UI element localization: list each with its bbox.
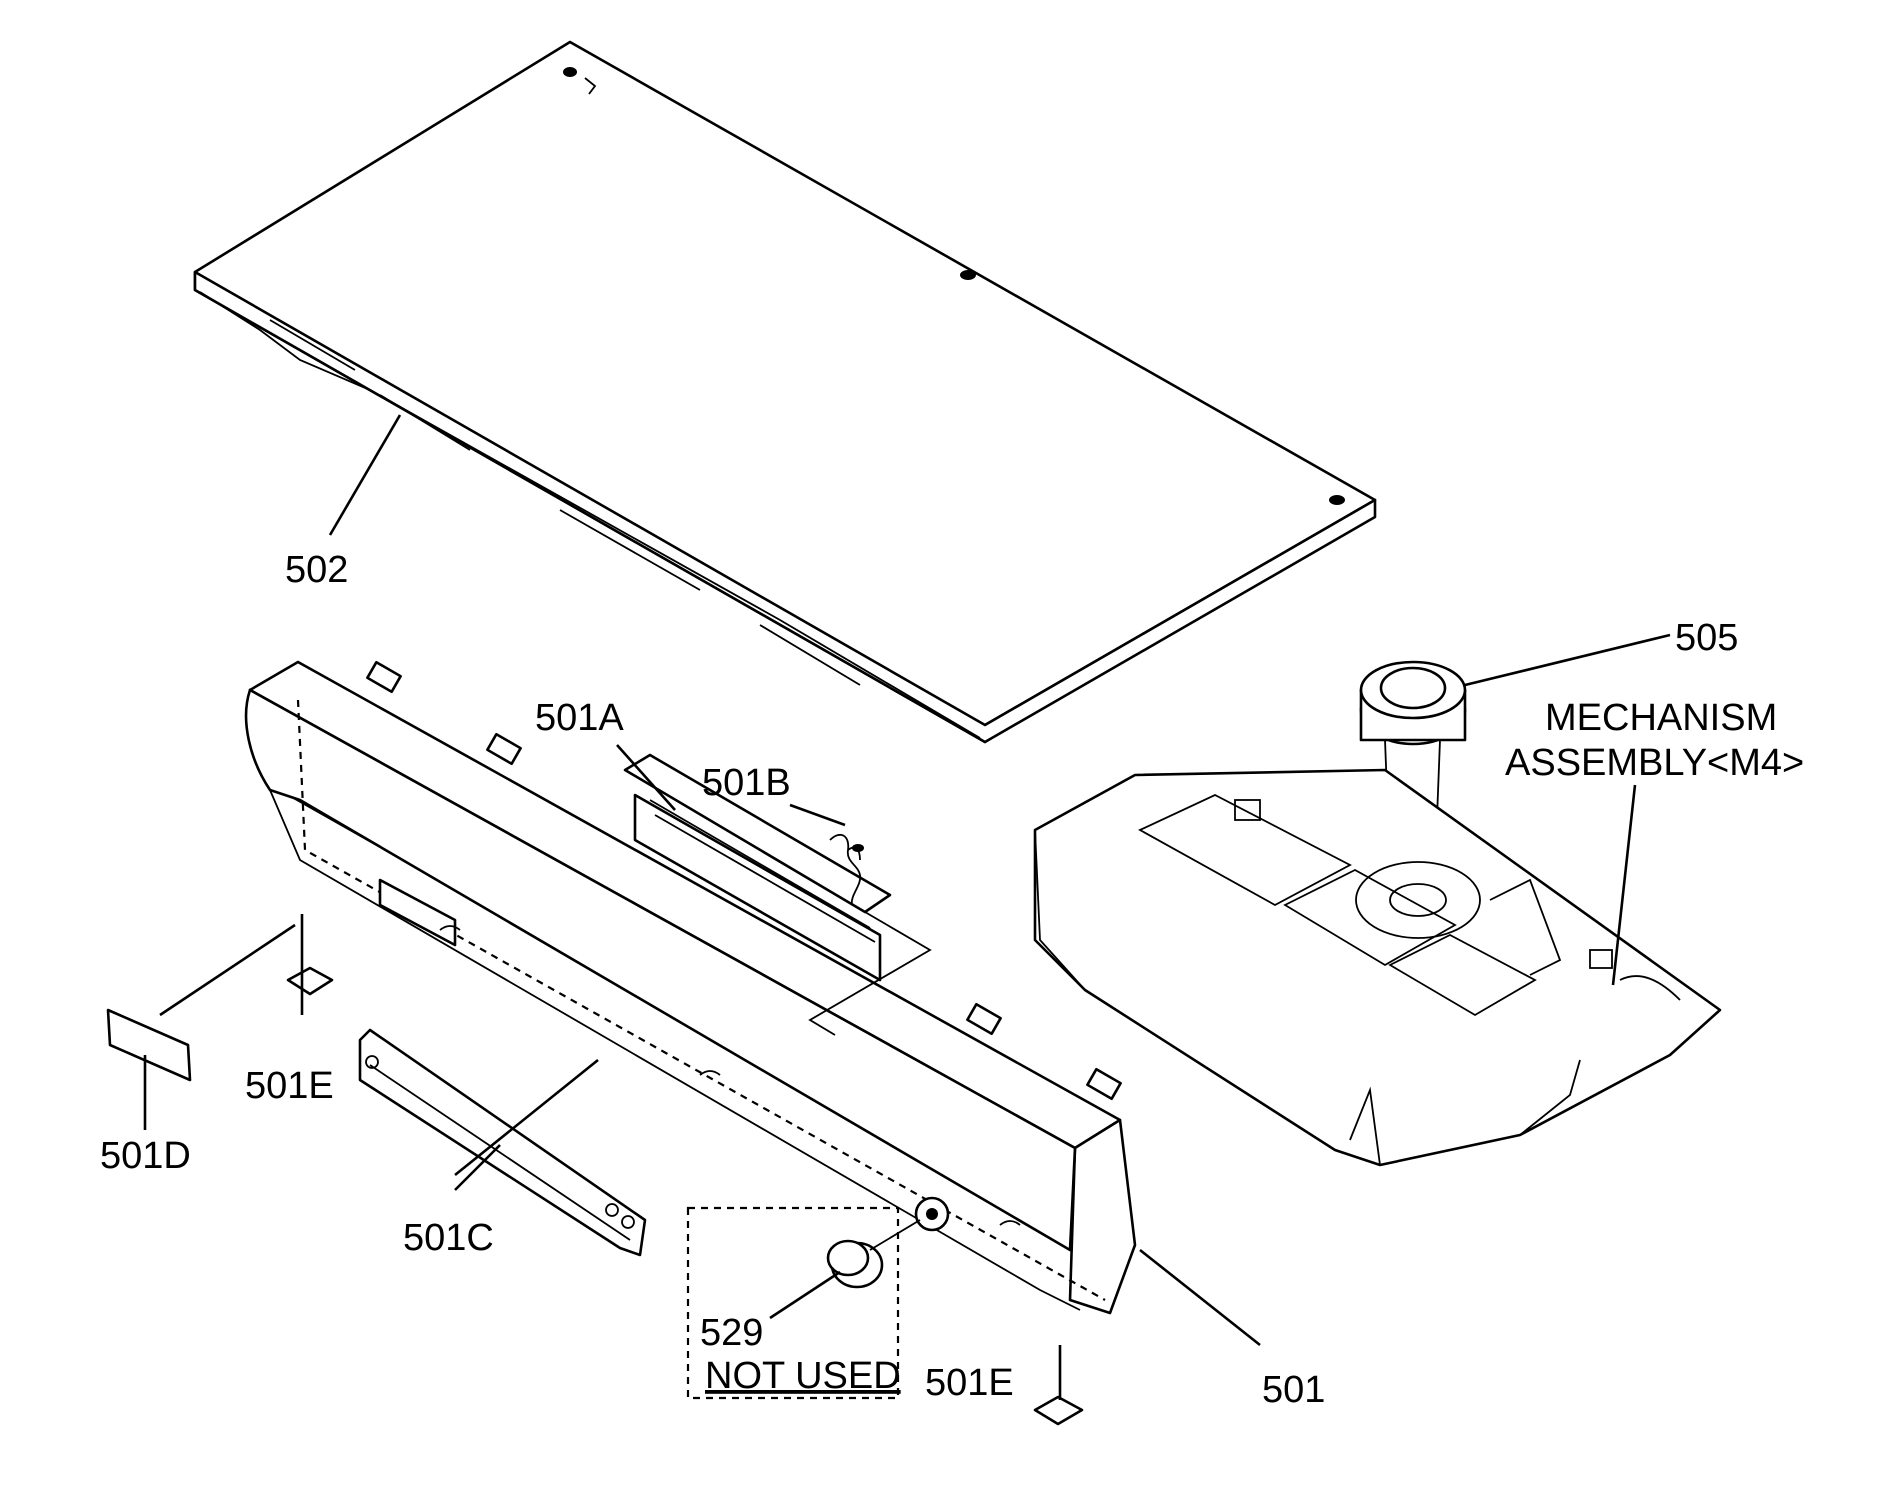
label-501d: 501D — [100, 1135, 191, 1177]
display-bracket — [829, 833, 864, 906]
label-mechanism-line1: MECHANISM — [1545, 697, 1777, 739]
label-529: 529 — [700, 1312, 763, 1354]
top-cover — [193, 40, 1377, 744]
side-badge — [106, 1008, 192, 1082]
foot-right — [1033, 1395, 1084, 1426]
label-mechanism-line2: ASSEMBLY<M4> — [1505, 742, 1804, 784]
label-505: 505 — [1675, 617, 1738, 659]
label-501b: 501B — [702, 762, 791, 804]
label-501e-left: 501E — [245, 1065, 334, 1107]
label-501c: 501C — [403, 1217, 494, 1259]
leader-lines — [143, 414, 1671, 1400]
label-502: 502 — [285, 549, 348, 591]
label-501: 501 — [1262, 1369, 1325, 1411]
label-not-used: NOT USED — [705, 1355, 901, 1397]
mechanism-assembly — [1033, 768, 1722, 1167]
knob — [826, 1219, 921, 1289]
button-panel — [358, 1028, 647, 1257]
foot-left — [286, 966, 334, 996]
not-used-box — [686, 1206, 900, 1400]
label-501e-right: 501E — [925, 1362, 1014, 1404]
front-panel — [244, 660, 1137, 1315]
display-window — [623, 753, 932, 1036]
label-501a: 501A — [535, 697, 624, 739]
